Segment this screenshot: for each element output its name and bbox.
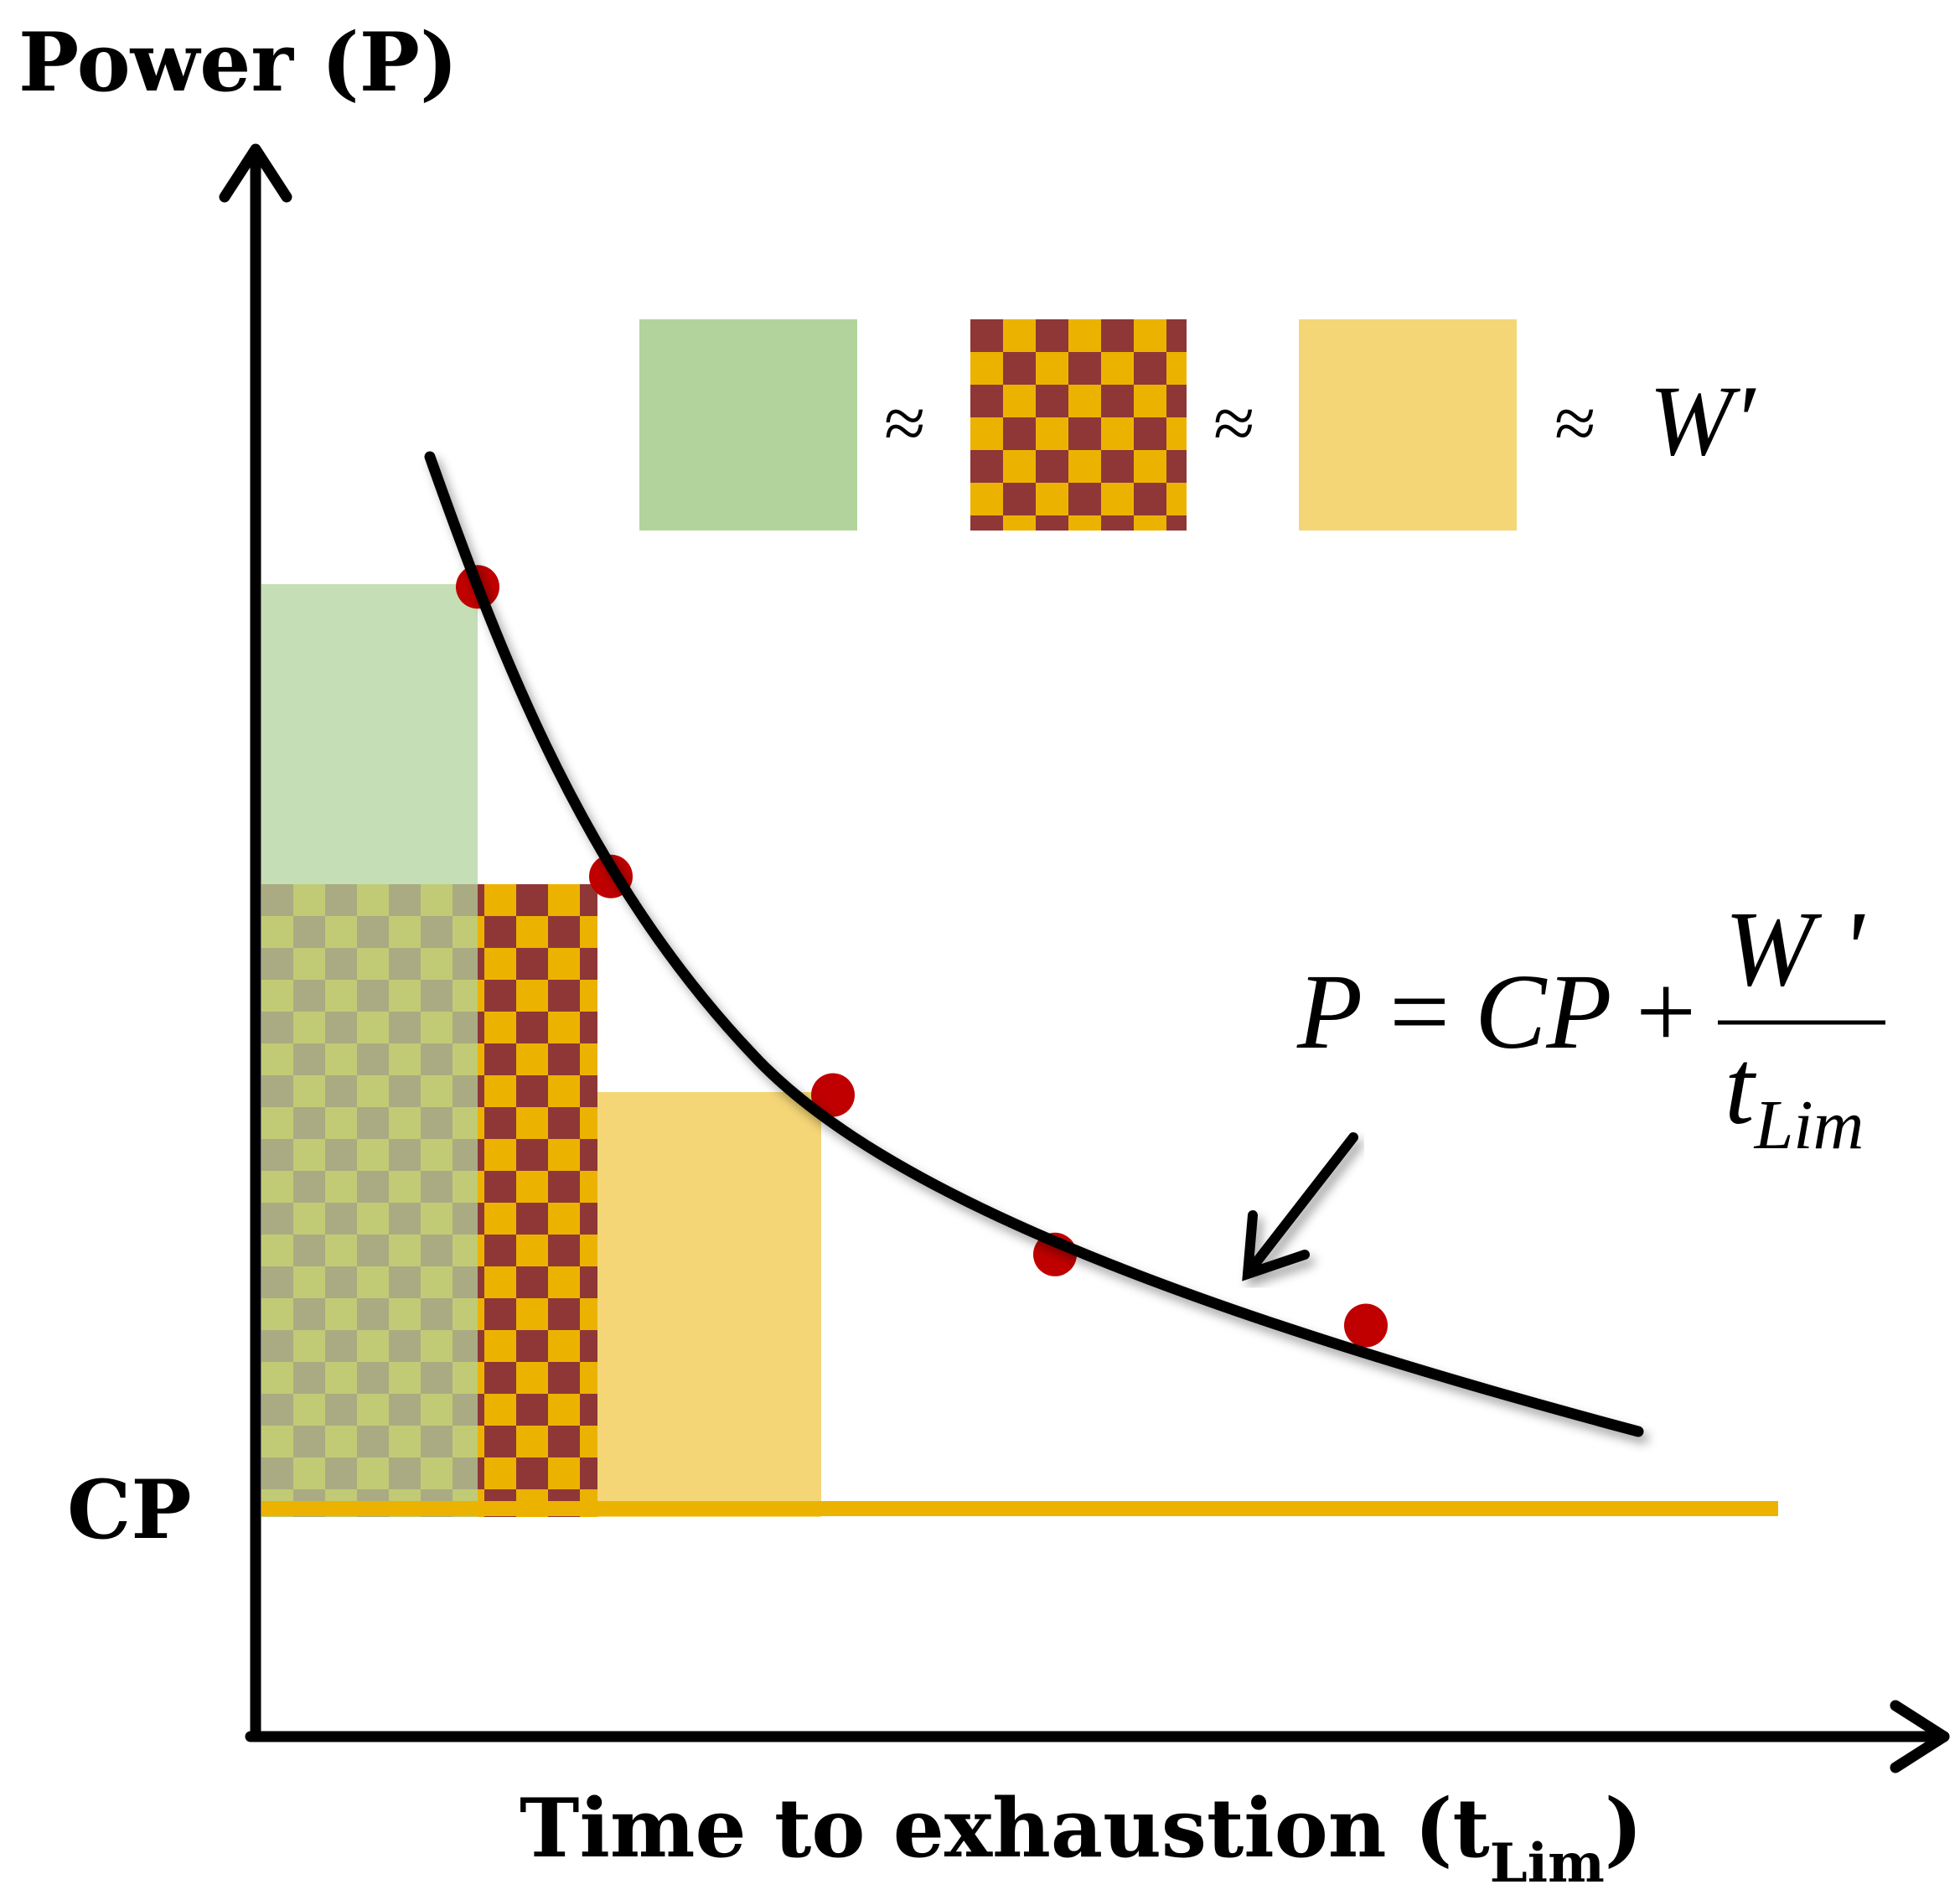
axes bbox=[219, 143, 1950, 1773]
data-points bbox=[456, 565, 1388, 1348]
legend-yellow-swatch bbox=[1299, 319, 1517, 531]
pointer-arrow bbox=[1242, 1132, 1358, 1281]
equation-lhs: P bbox=[1296, 952, 1363, 1071]
equation-denominator-subscript: Lim bbox=[1754, 1086, 1864, 1164]
data-point bbox=[811, 1073, 855, 1117]
cp-axis-label: CP bbox=[67, 1463, 192, 1557]
y-axis-arrow bbox=[219, 143, 292, 203]
data-point bbox=[1344, 1303, 1388, 1348]
equation-equals: = bbox=[1389, 952, 1450, 1071]
legend-w-prime: W′ bbox=[1649, 365, 1756, 476]
x-axis-arrow bbox=[1890, 1700, 1950, 1773]
equation-cp: CP bbox=[1475, 952, 1612, 1071]
work-areas bbox=[261, 584, 821, 1517]
legend-approx-1: ≈ bbox=[884, 382, 925, 465]
equation-plus: + bbox=[1636, 952, 1696, 1071]
legend-approx-2: ≈ bbox=[1213, 382, 1254, 465]
equation-numerator: W ' bbox=[1725, 889, 1866, 1008]
green-area bbox=[261, 584, 478, 1517]
y-axis-label: Power (P) bbox=[18, 15, 458, 110]
x-axis-label: Time to exhaustion (tLim) bbox=[520, 1781, 1642, 1895]
legend-checker-swatch bbox=[970, 319, 1187, 531]
equation: P = CP + W ' tLim bbox=[1296, 889, 1885, 1164]
x-axis-label-subscript: Lim bbox=[1490, 1832, 1605, 1895]
hyperbolic-curve bbox=[424, 451, 1644, 1437]
legend: ≈ ≈ ≈ W′ bbox=[639, 319, 1756, 531]
legend-green-swatch bbox=[639, 319, 857, 531]
equation-denominator: tLim bbox=[1725, 1028, 1864, 1164]
legend-approx-3: ≈ bbox=[1554, 382, 1595, 465]
